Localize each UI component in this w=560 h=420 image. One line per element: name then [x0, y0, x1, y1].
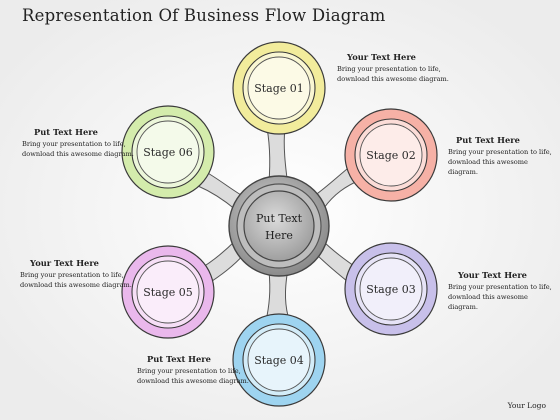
stage-inner-disc: [136, 260, 200, 324]
hub-node: Put Text Here: [228, 175, 330, 277]
hub-inner-disc: [243, 190, 315, 262]
note-stage-05: Your Text Here Bring your presentation t…: [20, 258, 132, 290]
stage-label: Stage 06: [143, 146, 193, 159]
stage-label: Stage 05: [143, 286, 193, 299]
stage-label: Stage 02: [366, 149, 416, 162]
note-body: Bring your presentation to life, downloa…: [448, 283, 552, 311]
logo-text: Your Logo: [507, 401, 546, 410]
note-heading: Your Text Here: [458, 270, 527, 280]
stage-inner-disc: [247, 56, 311, 120]
note-body: Bring your presentation to life, downloa…: [20, 271, 132, 289]
note-heading: Your Text Here: [30, 258, 99, 268]
stage-inner-disc: [247, 328, 311, 392]
note-stage-01: Your Text Here Bring your presentation t…: [337, 52, 449, 84]
page-title: Representation Of Business Flow Diagram: [22, 6, 386, 25]
stage-node-03: Stage 03: [344, 242, 438, 336]
stage-inner-disc: [136, 120, 200, 184]
hub-label-line2: Here: [265, 229, 293, 242]
note-body: Bring your presentation to life, downloa…: [22, 140, 134, 158]
note-stage-02: Put Text Here Bring your presentation to…: [448, 135, 554, 177]
note-stage-04: Put Text Here Bring your presentation to…: [137, 354, 249, 386]
stage-inner-disc: [359, 123, 423, 187]
note-body: Bring your presentation to life, downloa…: [448, 148, 552, 176]
note-stage-06: Put Text Here Bring your presentation to…: [22, 127, 134, 159]
stage-node-05: Stage 05: [121, 245, 215, 339]
note-stage-03: Your Text Here Bring your presentation t…: [448, 270, 554, 312]
stage-label: Stage 03: [366, 283, 416, 296]
note-heading: Put Text Here: [34, 127, 98, 137]
stage-label: Stage 04: [254, 354, 304, 367]
note-body: Bring your presentation to life, downloa…: [137, 367, 249, 385]
stage-nodes: Stage 01 Stage 02 Stage 03 Stage 04 Stage 05…: [121, 41, 438, 407]
note-heading: Put Text Here: [456, 135, 520, 145]
note-heading: Your Text Here: [347, 52, 416, 62]
note-heading: Put Text Here: [147, 354, 211, 364]
stage-node-06: Stage 06: [121, 105, 215, 199]
stage-node-01: Stage 01: [232, 41, 326, 135]
note-body: Bring your presentation to life, downloa…: [337, 65, 449, 83]
stage-inner-disc: [359, 257, 423, 321]
hub-label-line1: Put Text: [256, 212, 303, 225]
stage-label: Stage 01: [254, 82, 304, 95]
stage-node-04: Stage 04: [232, 313, 326, 407]
stage-node-02: Stage 02: [344, 108, 438, 202]
